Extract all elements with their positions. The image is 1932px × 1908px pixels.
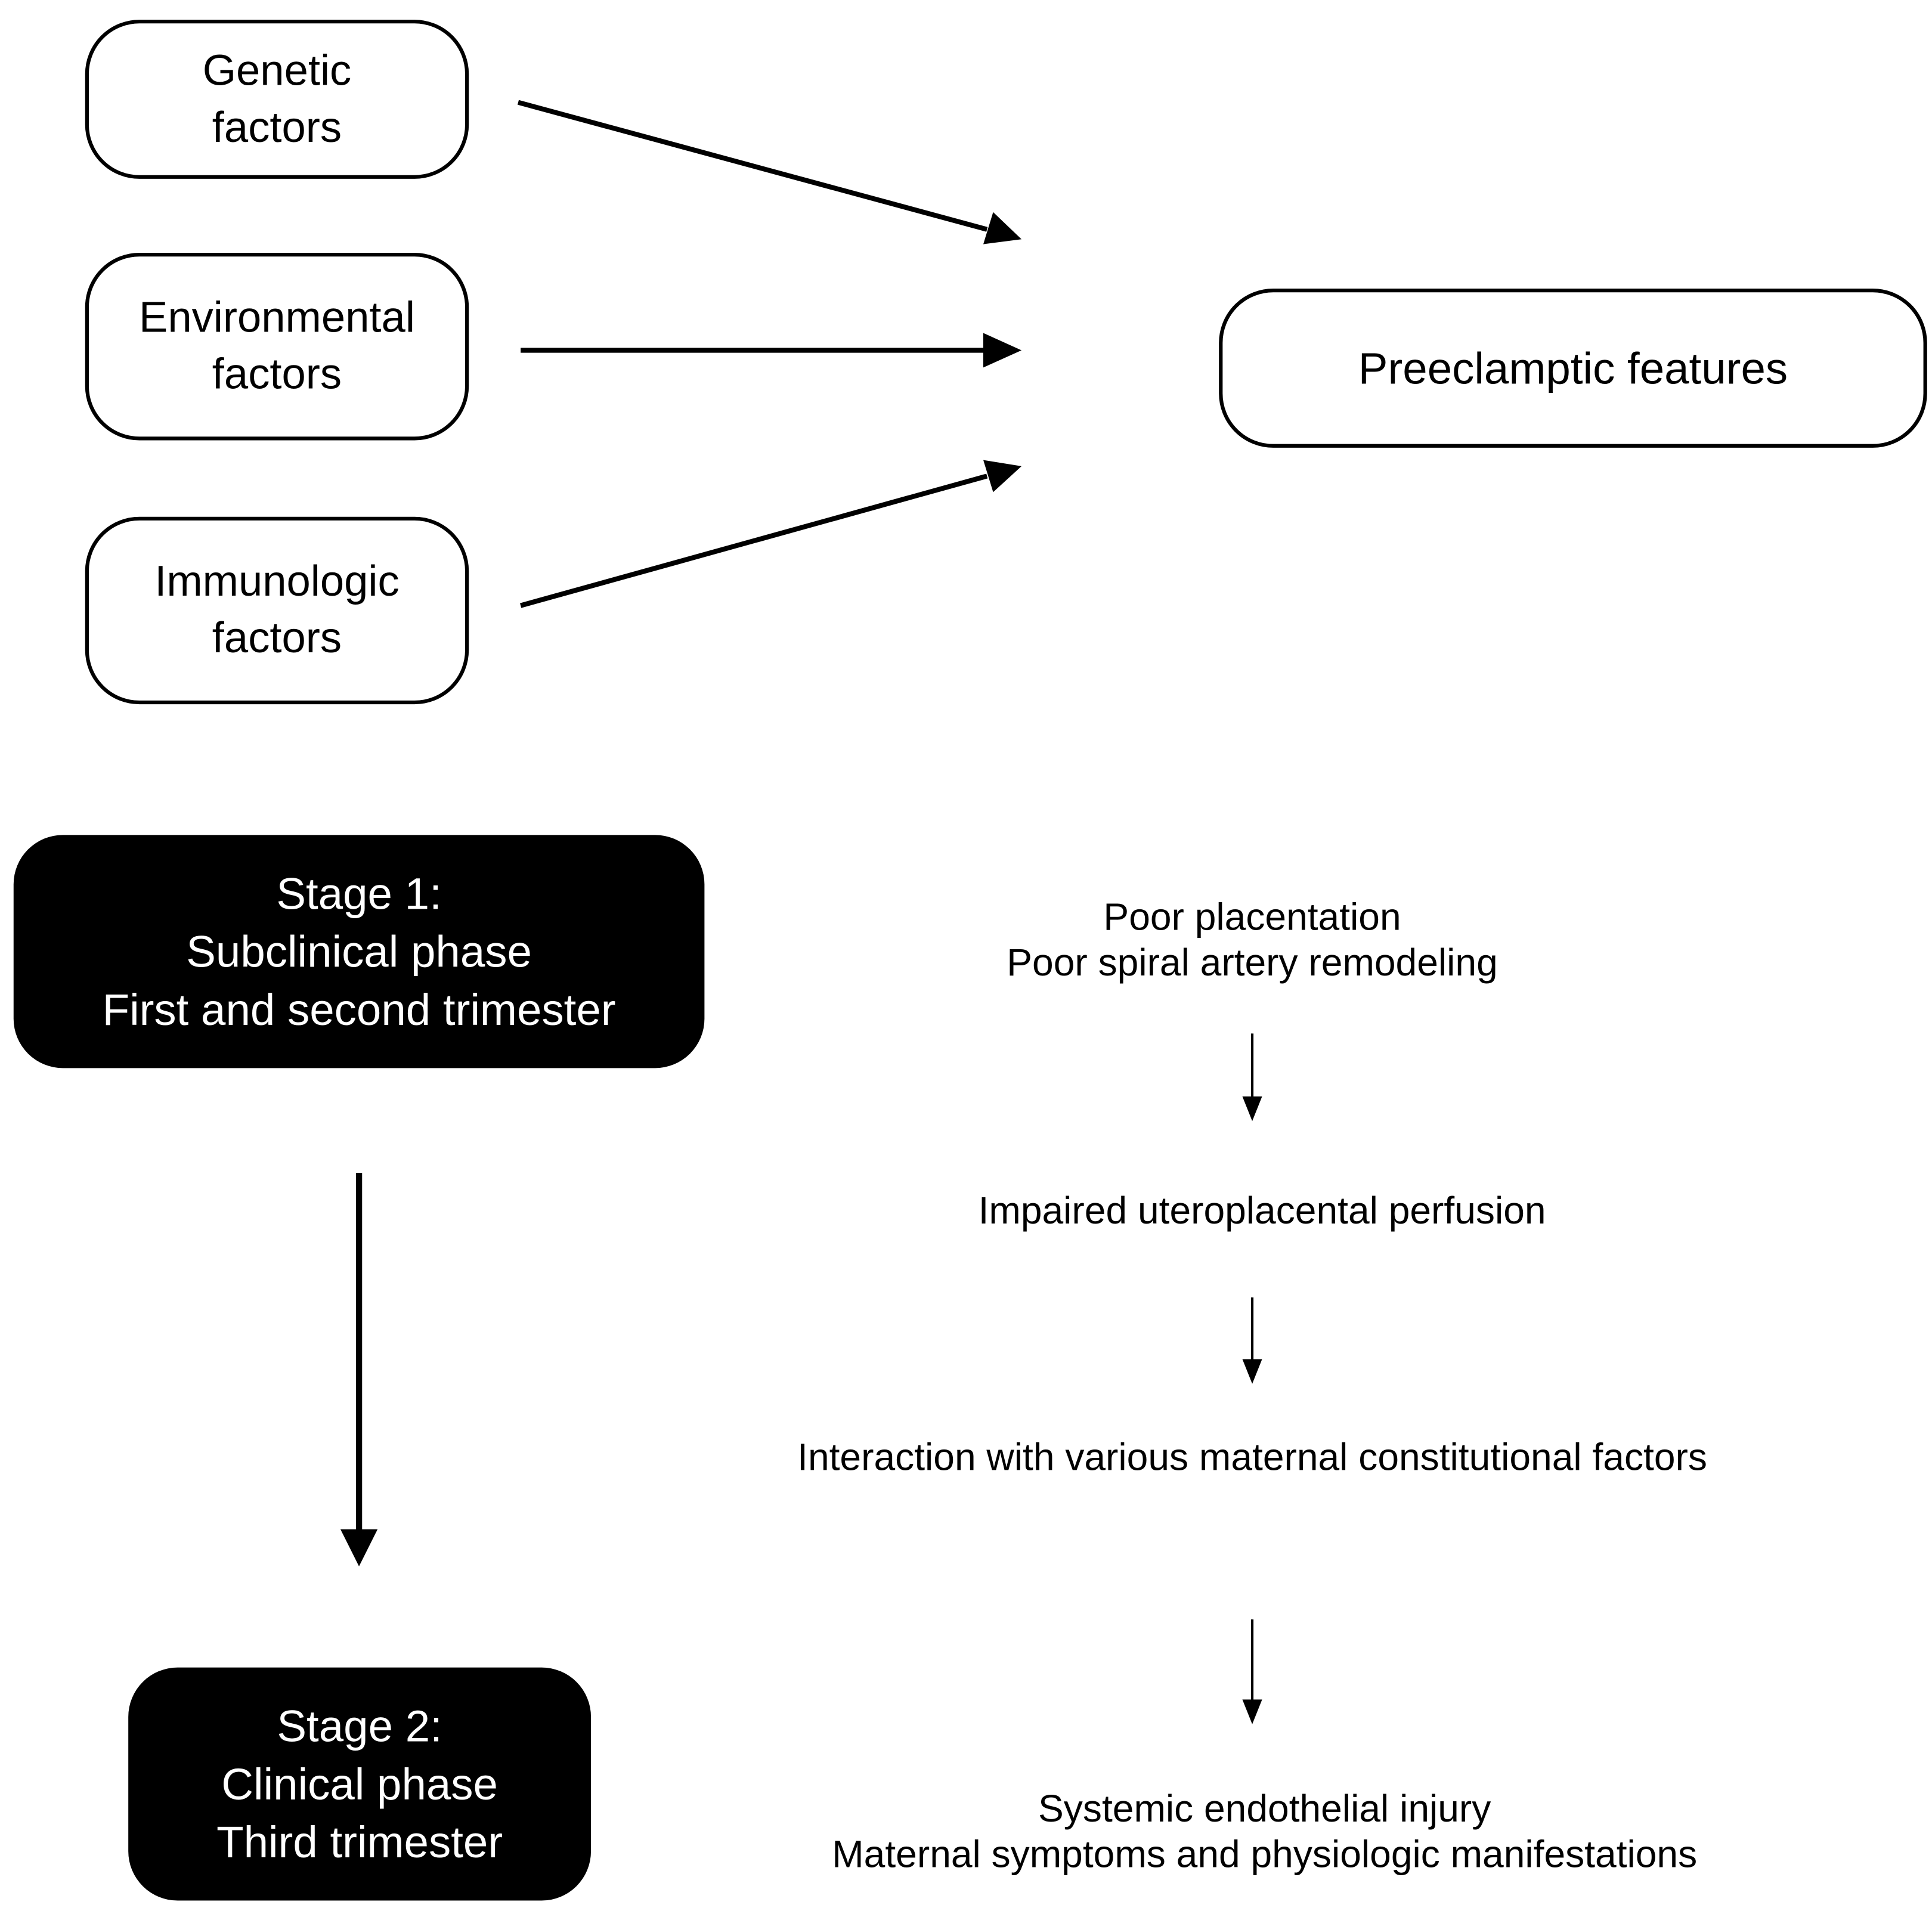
step-maternal-interaction: Interaction with various maternal consti… bbox=[697, 1435, 1807, 1480]
environmental-factors-box: Environmental factors bbox=[85, 253, 469, 441]
arrow-step3-to-step4 bbox=[1242, 1619, 1262, 1724]
stage2-title: Stage 2: bbox=[277, 1701, 442, 1752]
factor-label-line1: Genetic bbox=[202, 46, 352, 95]
step3-text: Interaction with various maternal consti… bbox=[797, 1435, 1707, 1479]
factor-label-line1: Environmental bbox=[139, 293, 415, 342]
factor-label-line2: factors bbox=[212, 350, 342, 399]
immunologic-factors-box: Immunologic factors bbox=[85, 516, 469, 705]
stage1-phase: Subclinical phase bbox=[186, 926, 532, 977]
stage1-title: Stage 1: bbox=[276, 868, 442, 919]
outcome-label: Preeclamptic features bbox=[1358, 342, 1788, 393]
stage1-box: Stage 1: Subclinical phase First and sec… bbox=[13, 835, 705, 1068]
step-impaired-perfusion: Impaired uteroplacental perfusion bbox=[830, 1188, 1693, 1234]
arrow-step2-to-step3 bbox=[1242, 1297, 1262, 1384]
arrow-genetic-to-features bbox=[517, 100, 1022, 244]
arrow-stage1-to-stage2 bbox=[340, 1173, 378, 1566]
factor-label-line2: factors bbox=[212, 103, 342, 151]
step-endothelial-injury: Systemic endothelial injury Maternal sym… bbox=[710, 1786, 1820, 1877]
step4-line2: Maternal symptoms and physiologic manife… bbox=[832, 1832, 1698, 1876]
factor-label-line1: Immunologic bbox=[154, 557, 400, 606]
step1-line2: Poor spiral artery remodeling bbox=[1007, 941, 1498, 984]
stage2-timing: Third trimester bbox=[216, 1816, 503, 1867]
step4-line1: Systemic endothelial injury bbox=[1038, 1787, 1491, 1830]
genetic-factors-box: Genetic factors bbox=[85, 20, 469, 179]
step-poor-placentation: Poor placentation Poor spiral artery rem… bbox=[882, 894, 1622, 986]
stage1-timing: First and second trimester bbox=[102, 984, 616, 1035]
stage2-box: Stage 2: Clinical phase Third trimester bbox=[128, 1667, 592, 1901]
arrow-immunologic-to-features bbox=[520, 460, 1022, 608]
stage2-phase: Clinical phase bbox=[221, 1758, 498, 1810]
arrow-step1-to-step2 bbox=[1242, 1033, 1262, 1122]
factor-label-line2: factors bbox=[212, 614, 342, 662]
preeclamptic-features-box: Preeclamptic features bbox=[1219, 289, 1927, 448]
step2-text: Impaired uteroplacental perfusion bbox=[978, 1189, 1546, 1232]
arrow-environmental-to-features bbox=[521, 333, 1022, 368]
step1-line1: Poor placentation bbox=[1103, 895, 1401, 939]
